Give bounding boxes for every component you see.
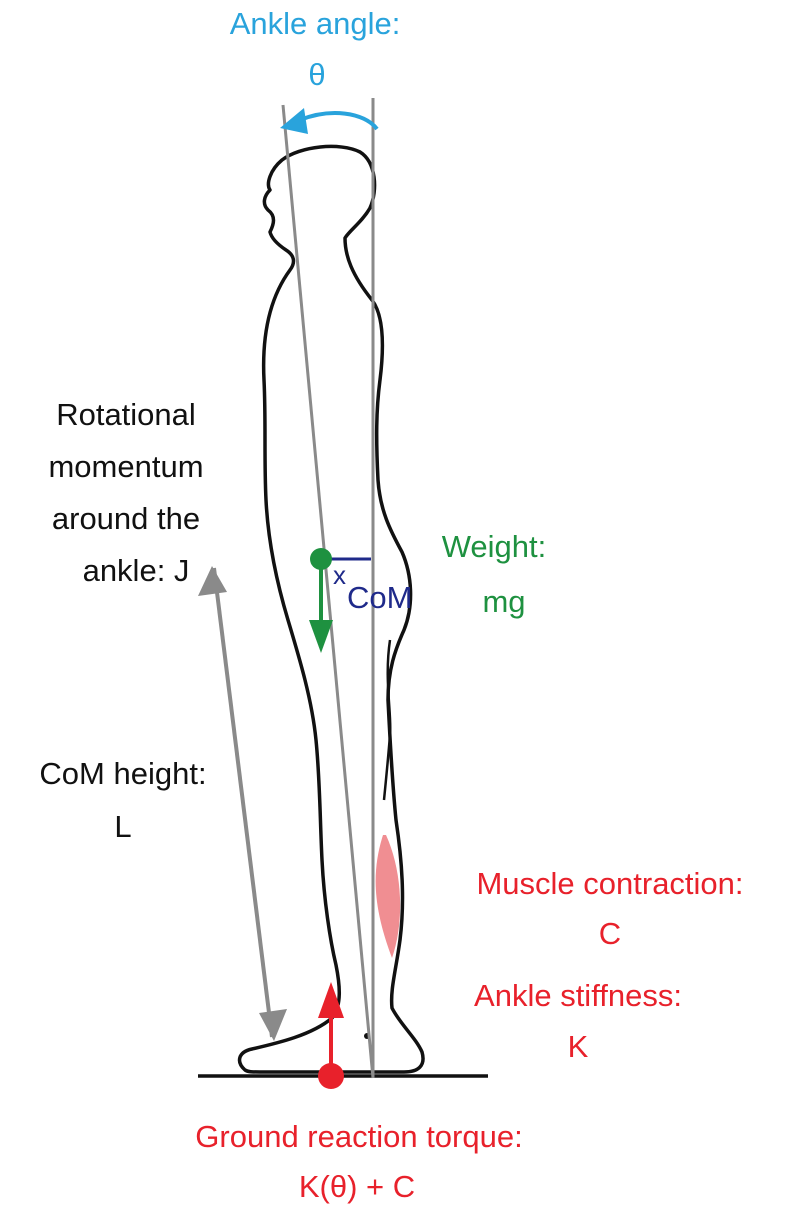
com-height-arrow-bottom-head — [259, 1009, 287, 1041]
com-dot — [310, 548, 332, 570]
ankle-angle-symbol: θ — [308, 57, 325, 92]
com-label: CoM — [347, 580, 412, 615]
muscle-contraction-title: Muscle contraction: — [476, 866, 743, 901]
muscle-shape — [376, 835, 401, 958]
momentum-label-line4: ankle: J — [83, 553, 190, 588]
com-height-arrow-top-head — [198, 566, 227, 596]
weight-symbol: mg — [482, 584, 525, 619]
knee-contour — [384, 640, 390, 800]
ground-reaction-dot — [318, 1063, 344, 1089]
ground-reaction-torque-title: Ground reaction torque: — [195, 1119, 522, 1154]
weight-arrow-head — [309, 620, 333, 653]
momentum-label-line1: Rotational — [56, 397, 196, 432]
ankle-stiffness-title: Ankle stiffness: — [474, 978, 682, 1013]
momentum-label-line3: around the — [52, 501, 200, 536]
muscle-contraction-symbol: C — [599, 916, 621, 951]
ankle-angle-arc — [300, 113, 377, 129]
com-height-title: CoM height: — [39, 756, 206, 791]
com-height-symbol: L — [114, 809, 131, 844]
com-height-arrow — [214, 568, 272, 1037]
ankle-angle-title: Ankle angle: — [230, 6, 401, 41]
com-x-label: x — [333, 560, 346, 590]
momentum-label-line2: momentum — [48, 449, 203, 484]
weight-title: Weight: — [442, 529, 547, 564]
ankle-stiffness-symbol: K — [568, 1029, 589, 1064]
ground-reaction-torque-formula: K(θ) + C — [299, 1169, 415, 1204]
